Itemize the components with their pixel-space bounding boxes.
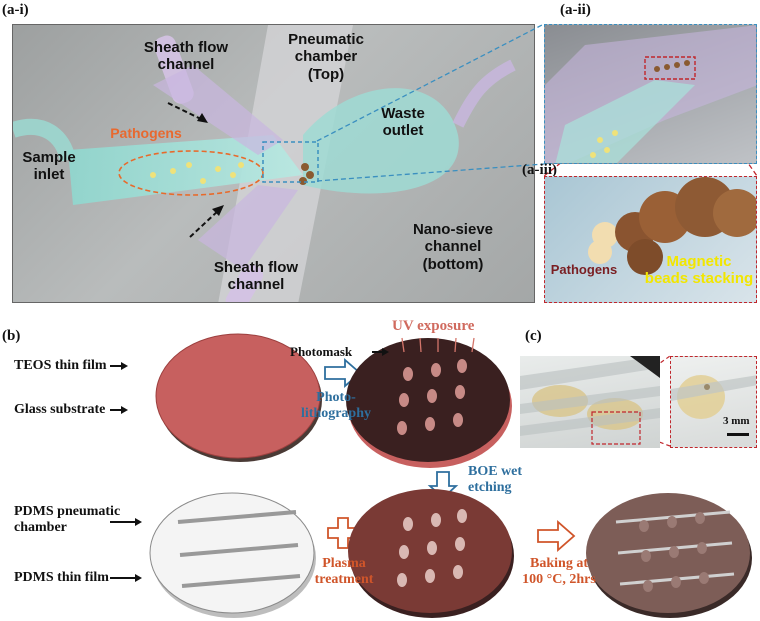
etched-wafer [348, 489, 512, 613]
photolithography-arrow [324, 358, 362, 388]
device-photo [520, 356, 660, 448]
scale-bar-label: 3 mm [723, 415, 750, 427]
panel-label-a-ii: (a-ii) [560, 2, 591, 18]
zoom-render-a-ii [544, 24, 757, 164]
label-photomask: Photomask [290, 344, 353, 359]
microfluidic-device-render: Sheath flow channel Pneumatic chamber (T… [12, 24, 535, 303]
panel-label-a-iii: (a-iii) [522, 162, 557, 178]
label-uv: UV exposure [392, 318, 475, 334]
zoom-box-blue [262, 141, 319, 183]
label-boe: BOE wet etching [468, 464, 523, 496]
flow-arrow-top [167, 102, 204, 121]
label-pdms-film: PDMS thin film [14, 570, 109, 585]
sample-inlet-tube [13, 118, 76, 163]
zoom-render-a-iii: Pathogens Magnetic beads stacking [544, 176, 757, 303]
panel-label-b: (b) [2, 328, 21, 344]
label-pneumatic-chamber: Pneumatic chamber (Top) [288, 31, 364, 83]
panel-label-a-i: (a-i) [2, 2, 29, 18]
sheath-tube-bottom [225, 264, 264, 302]
sheath-channel-top [153, 65, 283, 155]
label-pdms-chamber: PDMS pneumatic chamber [14, 504, 121, 536]
label-teos: TEOS thin film [14, 358, 107, 373]
pdms-wafer [149, 492, 315, 614]
flow-arrow-bottom [189, 209, 220, 238]
label-nano-sieve: Nano-sieve channel (bottom) [412, 221, 494, 273]
label-zoom-beads: Magnetic beads stacking [644, 253, 754, 288]
label-pathogens: Pathogens [110, 125, 182, 141]
label-baking: Baking at 100 °C, 2hrs [522, 556, 596, 588]
label-zoom-pathogens: Pathogens [550, 262, 618, 277]
label-sheath-flow-bottom: Sheath flow channel [213, 259, 299, 294]
panel-label-c: (c) [525, 328, 542, 344]
sheath-channel-bottom [198, 185, 298, 270]
label-sample-inlet: Sample inlet [22, 149, 76, 184]
waste-outlet-tube [452, 59, 516, 128]
final-chip [586, 493, 750, 613]
plus-sign [327, 517, 359, 549]
sample-channel [68, 135, 303, 205]
pathogens-ellipse [118, 150, 264, 196]
label-plasma: Plasma treatment [314, 556, 374, 588]
label-glass: Glass substrate [14, 402, 106, 417]
device-photo-zoom: 3 mm [670, 356, 757, 448]
boe-arrow [427, 471, 459, 500]
label-photolitho: Photo- lithography [300, 390, 371, 422]
baking-arrow [537, 520, 576, 552]
zoom-box-red [644, 56, 696, 80]
label-sheath-flow-top: Sheath flow channel [143, 39, 229, 74]
label-waste-outlet: Waste outlet [381, 105, 425, 140]
